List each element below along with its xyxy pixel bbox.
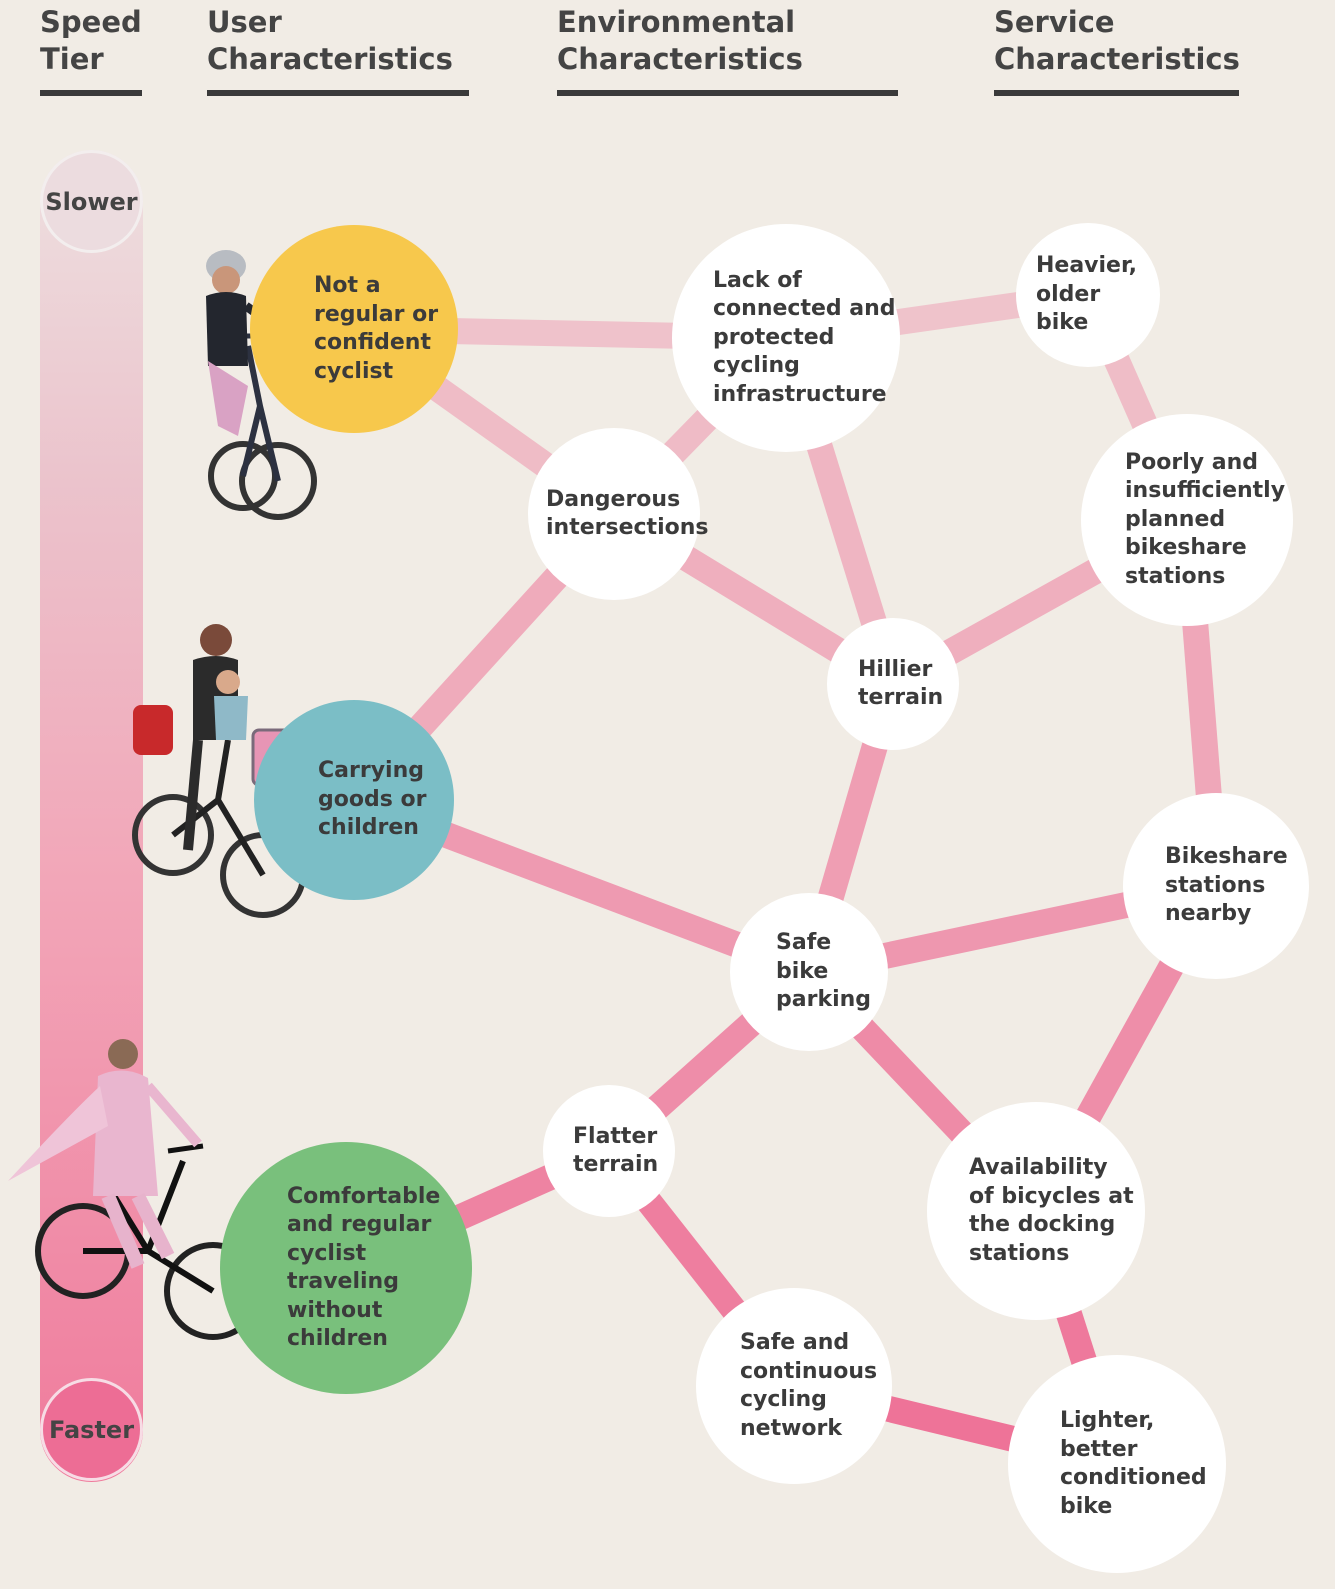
env-node-lack-infrastructure: Lack of connected and protected cycling … — [672, 224, 900, 452]
env-node-safe-continuous-network: Safe and continuous cycling network — [696, 1288, 892, 1484]
faster-label: Faster — [40, 1378, 143, 1481]
env-node-label: Safe bike parking — [776, 930, 872, 1013]
service-node-heavier-bike: Heavier, older bike — [1016, 223, 1160, 367]
env-node-safe-bike-parking: Safe bike parking — [730, 893, 888, 1051]
user-node-label: Carrying goods or children — [318, 758, 427, 841]
service-node-lighter-bike: Lighter, better conditioned bike — [1008, 1355, 1226, 1573]
env-node-dangerous-intersections: Dangerous intersections — [528, 428, 708, 600]
service-node-label: Lighter, better conditioned bike — [1060, 1408, 1207, 1519]
service-node-label: Heavier, older bike — [1036, 253, 1137, 336]
speed-tier-header: Speed Tier — [40, 4, 142, 96]
service-characteristics-header: Service Characteristics — [994, 4, 1240, 96]
user-node-carrying: Carrying goods or children — [254, 700, 454, 900]
cyclist-comfortable-illustration — [8, 1039, 262, 1340]
service-node-label: Poorly and insufficiently planned bikesh… — [1125, 449, 1286, 589]
env-node-label: Safe and continuous cycling network — [740, 1330, 878, 1441]
env-node-label: Lack of connected and protected cycling … — [713, 267, 896, 407]
user-characteristics-header: User Characteristics — [207, 4, 469, 96]
env-node-hillier-terrain: Hillier terrain — [827, 618, 959, 750]
service-node-label: Availability of bicycles at the docking … — [969, 1155, 1134, 1266]
user-node-not-regular: Not a regular or confident cyclist — [250, 225, 458, 433]
env-node-label: Dangerous intersections — [546, 486, 709, 541]
service-node-label: Bikeshare stations nearby — [1165, 844, 1288, 927]
service-node-stations-nearby: Bikeshare stations nearby — [1123, 793, 1309, 979]
user-node-label: Not a regular or confident cyclist — [314, 273, 439, 384]
environmental-characteristics-header: Environmental Characteristics — [557, 4, 898, 96]
service-node-poor-stations: Poorly and insufficiently planned bikesh… — [1081, 414, 1293, 626]
user-node-comfortable: Comfortable and regular cyclist travelin… — [220, 1142, 472, 1394]
service-node-availability: Availability of bicycles at the docking … — [927, 1102, 1145, 1320]
user-node-label: Comfortable and regular cyclist travelin… — [287, 1183, 441, 1352]
slower-label: Slower — [40, 150, 143, 253]
env-node-label: Flatter terrain — [573, 1123, 659, 1178]
env-node-flatter-terrain: Flatter terrain — [543, 1085, 675, 1217]
env-node-label: Hillier terrain — [858, 656, 944, 711]
